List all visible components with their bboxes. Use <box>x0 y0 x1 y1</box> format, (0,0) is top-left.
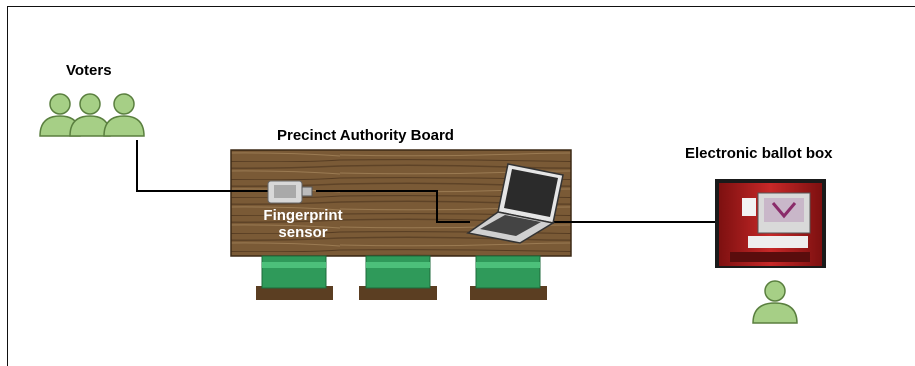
ballot-box-photo <box>715 179 826 268</box>
chair-icon <box>359 255 437 300</box>
board-label: Precinct Authority Board <box>277 127 454 144</box>
chair-icon <box>470 255 547 300</box>
sensor-label: Fingerprint sensor <box>249 207 357 241</box>
sensor-label-line1: Fingerprint <box>263 207 343 224</box>
laptop-icon <box>466 163 564 244</box>
operator-person-icon <box>752 280 798 324</box>
sensor-label-line2: sensor <box>278 224 328 241</box>
fingerprint-sensor-icon <box>267 180 313 204</box>
voters-label: Voters <box>66 62 112 79</box>
voters-group-icon <box>39 93 145 137</box>
chair-icon <box>256 255 333 300</box>
connector-lines <box>136 140 715 223</box>
ballot-box-label: Electronic ballot box <box>685 145 833 162</box>
diagram-frame <box>7 6 915 366</box>
